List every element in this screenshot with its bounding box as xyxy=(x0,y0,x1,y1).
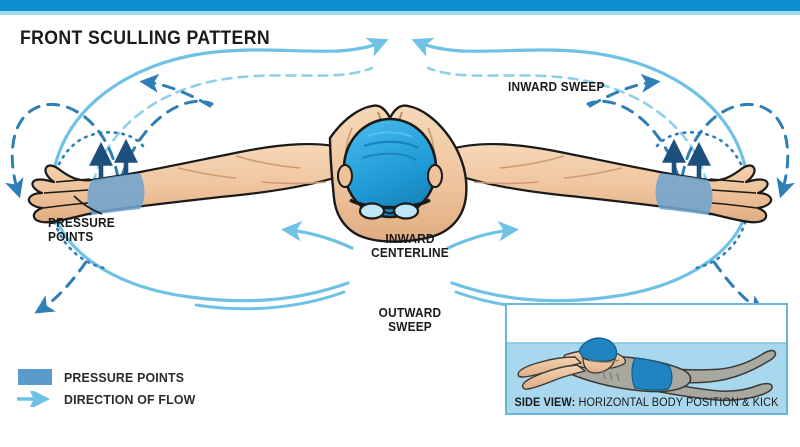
legend-label-pressure-points: PRESSURE POINTS xyxy=(64,369,185,385)
swimmer-top-view xyxy=(27,104,773,243)
side-view-swimmer-illustration xyxy=(507,305,786,413)
pressure-points-swatch-icon xyxy=(17,368,53,386)
pressure-point-left xyxy=(87,173,145,215)
legend-item-pressure-points: PRESSURE POINTS xyxy=(17,366,202,388)
label-pressure-points: PRESSURE POINTS xyxy=(48,216,115,244)
pressure-arrows xyxy=(89,138,711,178)
label-inward-centerline: INWARD CENTERLINE xyxy=(371,232,449,260)
page-title: FRONT SCULLING PATTERN xyxy=(20,28,270,49)
legend: PRESSURE POINTS DIRECTION OF FLOW xyxy=(17,366,202,410)
inset-caption-bold: SIDE VIEW: xyxy=(514,397,576,409)
flow-arrow-icon xyxy=(17,390,53,408)
top-banner xyxy=(0,0,800,11)
legend-item-direction-of-flow: DIRECTION OF FLOW xyxy=(17,388,202,410)
inset-caption-rest: HORIZONTAL BODY POSITION & KICK xyxy=(575,397,779,409)
top-banner-accent-stripe xyxy=(0,11,800,15)
inset-caption: SIDE VIEW: HORIZONTAL BODY POSITION & KI… xyxy=(514,397,779,409)
label-inward-sweep: INWARD SWEEP xyxy=(508,80,605,94)
label-outward-sweep: OUTWARD SWEEP xyxy=(378,306,442,334)
pressure-point-right xyxy=(655,173,713,215)
legend-label-direction-of-flow: DIRECTION OF FLOW xyxy=(64,391,196,407)
side-view-inset-panel: SIDE VIEW: HORIZONTAL BODY POSITION & KI… xyxy=(505,303,788,415)
pressure-points-leader-line xyxy=(73,195,103,215)
inset-swimmer-body xyxy=(517,337,777,401)
